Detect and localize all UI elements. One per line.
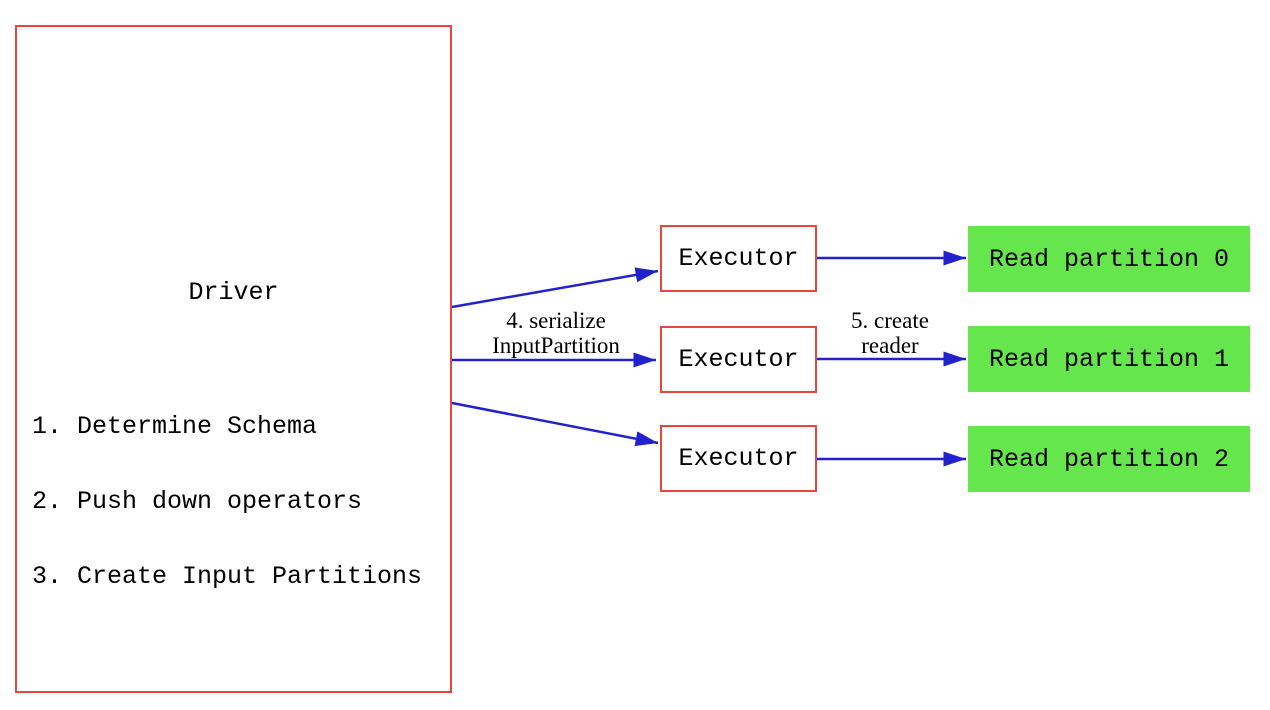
executor-box-2: Executor [660, 326, 817, 393]
driver-step-1: 1. Determine Schema [32, 412, 318, 441]
create-reader-label-line-2: reader [861, 333, 919, 358]
executor-label-1: Executor [678, 244, 799, 273]
driver-steps-list: 1. Determine Schema 2. Push down operato… [32, 364, 422, 639]
arrow-driver-to-executor-3 [451, 401, 659, 447]
read-partition-box-1: Read partition 1 [968, 326, 1250, 392]
driver-step-2: 2. Push down operators [32, 487, 363, 516]
executor-box-3: Executor [660, 425, 817, 492]
read-partition-label-2: Read partition 2 [988, 444, 1230, 474]
serialize-label-line-2: InputPartition [492, 333, 620, 358]
driver-step-3: 3. Create Input Partitions [32, 562, 423, 591]
create-reader-label: 5. create reader [851, 308, 929, 358]
read-partition-label-1: Read partition 1 [988, 344, 1230, 374]
executor-label-2: Executor [678, 345, 799, 374]
serialize-inputpartition-label: 4. serialize InputPartition [492, 308, 620, 358]
executor-box-1: Executor [660, 225, 817, 292]
driver-box [15, 25, 452, 693]
read-partition-box-2: Read partition 2 [968, 426, 1250, 492]
read-partition-box-0: Read partition 0 [968, 226, 1250, 292]
driver-title: Driver [188, 278, 279, 307]
arrow-driver-to-executor-1 [451, 267, 659, 309]
serialize-label-line-1: 4. serialize [506, 308, 606, 333]
executor-label-3: Executor [678, 444, 799, 473]
create-reader-label-line-1: 5. create [851, 308, 929, 333]
read-partition-label-0: Read partition 0 [988, 244, 1230, 274]
